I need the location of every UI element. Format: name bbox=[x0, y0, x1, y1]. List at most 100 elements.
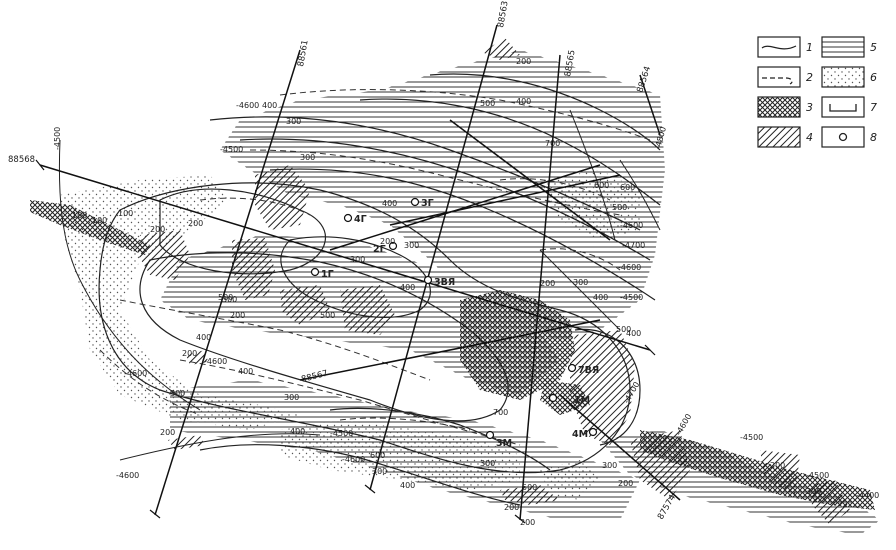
svg-text:300: 300 bbox=[573, 278, 588, 287]
wells: 4Г 3Г 2Г 1Г 3ВЯ 7ВЯ 1М 3М 4М bbox=[310, 197, 599, 449]
profile-label: 88564 bbox=[635, 65, 653, 94]
depth-label: -4600 bbox=[674, 412, 693, 437]
svg-text:200: 200 bbox=[380, 237, 395, 246]
depth-label: -4600 bbox=[124, 369, 147, 378]
profile-line-88561 bbox=[154, 49, 301, 516]
well-marker bbox=[388, 241, 398, 251]
svg-text:400: 400 bbox=[593, 293, 608, 302]
svg-text:500: 500 bbox=[480, 99, 495, 108]
svg-text:200: 200 bbox=[520, 518, 535, 527]
svg-text:400: 400 bbox=[400, 481, 415, 490]
well-label: 3ВЯ bbox=[434, 277, 455, 288]
well-marker bbox=[310, 267, 320, 277]
profile-label: 88563 bbox=[496, 0, 511, 28]
profile-line-88564 bbox=[639, 74, 661, 136]
profile-label: 88567 bbox=[300, 369, 329, 385]
svg-text:300: 300 bbox=[286, 117, 301, 126]
svg-text:300: 300 bbox=[300, 153, 315, 162]
legend: 1 5 2 6 3 7 4 bbox=[757, 36, 877, 148]
svg-text:300: 300 bbox=[404, 241, 419, 250]
svg-text:600: 600 bbox=[594, 181, 609, 190]
legend-num: 1 bbox=[806, 41, 813, 54]
profile-label: 88568 bbox=[8, 155, 35, 165]
well-marker bbox=[410, 197, 420, 207]
well-marker bbox=[423, 275, 433, 285]
legend-num: 4 bbox=[806, 131, 813, 144]
svg-text:300: 300 bbox=[602, 461, 617, 470]
thickness-labels: 100 100 200 300 400 500 600 700 400 300 … bbox=[72, 57, 821, 527]
depth-label: -4500 bbox=[220, 145, 243, 154]
svg-text:300: 300 bbox=[806, 487, 821, 496]
fault-3 bbox=[449, 119, 611, 241]
fault-1 bbox=[389, 174, 621, 226]
depth-label: -4600 bbox=[618, 263, 641, 272]
svg-text:400: 400 bbox=[516, 97, 531, 106]
depth-label: -4600 bbox=[116, 471, 139, 480]
svg-text:400: 400 bbox=[262, 101, 277, 110]
zone-crosshatch bbox=[30, 200, 875, 510]
svg-text:300: 300 bbox=[480, 459, 495, 468]
svg-text:400: 400 bbox=[238, 367, 253, 376]
depth-label: -4500 bbox=[620, 293, 643, 302]
legend-num: 6 bbox=[870, 71, 877, 84]
svg-text:200: 200 bbox=[504, 503, 519, 512]
svg-text:200: 200 bbox=[770, 461, 785, 470]
svg-text:200: 200 bbox=[230, 311, 245, 320]
profile-label: 88561 bbox=[296, 39, 311, 67]
depth-label: -4600 bbox=[236, 101, 259, 110]
svg-text:400: 400 bbox=[626, 329, 641, 338]
svg-text:300: 300 bbox=[284, 393, 299, 402]
svg-text:700: 700 bbox=[493, 408, 508, 417]
svg-text:100: 100 bbox=[92, 216, 107, 225]
well-marker bbox=[485, 430, 495, 440]
svg-text:400: 400 bbox=[290, 427, 305, 436]
well-label: 4М bbox=[572, 429, 588, 440]
well-label: 1Г bbox=[321, 269, 334, 280]
svg-text:300: 300 bbox=[372, 467, 387, 476]
legend-item-1: 1 bbox=[757, 36, 813, 58]
legend-item-8: 8 bbox=[821, 126, 877, 148]
well-marker bbox=[567, 363, 577, 373]
depth-label: -4700 bbox=[622, 241, 645, 250]
profile-ticks bbox=[35, 159, 656, 524]
depth-label: -4600 bbox=[620, 221, 643, 230]
profile-label: 88565 bbox=[563, 49, 578, 77]
profile-label: 87574 bbox=[656, 493, 678, 521]
well-label: 1М bbox=[574, 395, 590, 406]
well-label: 4Г bbox=[354, 214, 367, 225]
legend-num: 7 bbox=[870, 101, 877, 114]
legend-num: 2 bbox=[806, 71, 813, 84]
svg-text:600: 600 bbox=[370, 451, 385, 460]
svg-text:400: 400 bbox=[196, 333, 211, 342]
svg-text:200: 200 bbox=[516, 57, 531, 66]
svg-text:200: 200 bbox=[182, 349, 197, 358]
svg-text:600: 600 bbox=[620, 183, 635, 192]
depth-label: -4500 bbox=[740, 433, 763, 442]
svg-text:700: 700 bbox=[545, 139, 560, 148]
legend-item-2: 2 bbox=[757, 66, 813, 88]
well-label: 3Г bbox=[421, 198, 434, 209]
svg-text:500: 500 bbox=[612, 203, 627, 212]
depth-label: -4400 bbox=[856, 491, 879, 500]
svg-text:500: 500 bbox=[320, 311, 335, 320]
profile-line-88563 bbox=[369, 24, 498, 491]
legend-item-3: 3 bbox=[757, 96, 813, 118]
svg-text:500: 500 bbox=[522, 483, 537, 492]
well-label: 3М bbox=[496, 438, 512, 449]
svg-text:500: 500 bbox=[616, 325, 631, 334]
legend-num: 8 bbox=[870, 131, 877, 144]
svg-text:200: 200 bbox=[540, 279, 555, 288]
well-label: 7ВЯ bbox=[578, 365, 599, 376]
svg-text:400: 400 bbox=[400, 283, 415, 292]
legend-num: 3 bbox=[806, 101, 813, 114]
profile-lines bbox=[39, 24, 681, 521]
legend-num: 5 bbox=[870, 41, 877, 54]
profile-line-88568 bbox=[39, 164, 651, 351]
thickness-contours bbox=[98, 73, 661, 506]
depth-isolines bbox=[58, 109, 661, 461]
svg-text:200: 200 bbox=[188, 219, 203, 228]
svg-text:200: 200 bbox=[160, 428, 175, 437]
depth-label: -4500 bbox=[330, 429, 353, 438]
svg-text:300: 300 bbox=[170, 389, 185, 398]
depth-label: -4500 bbox=[806, 471, 829, 480]
